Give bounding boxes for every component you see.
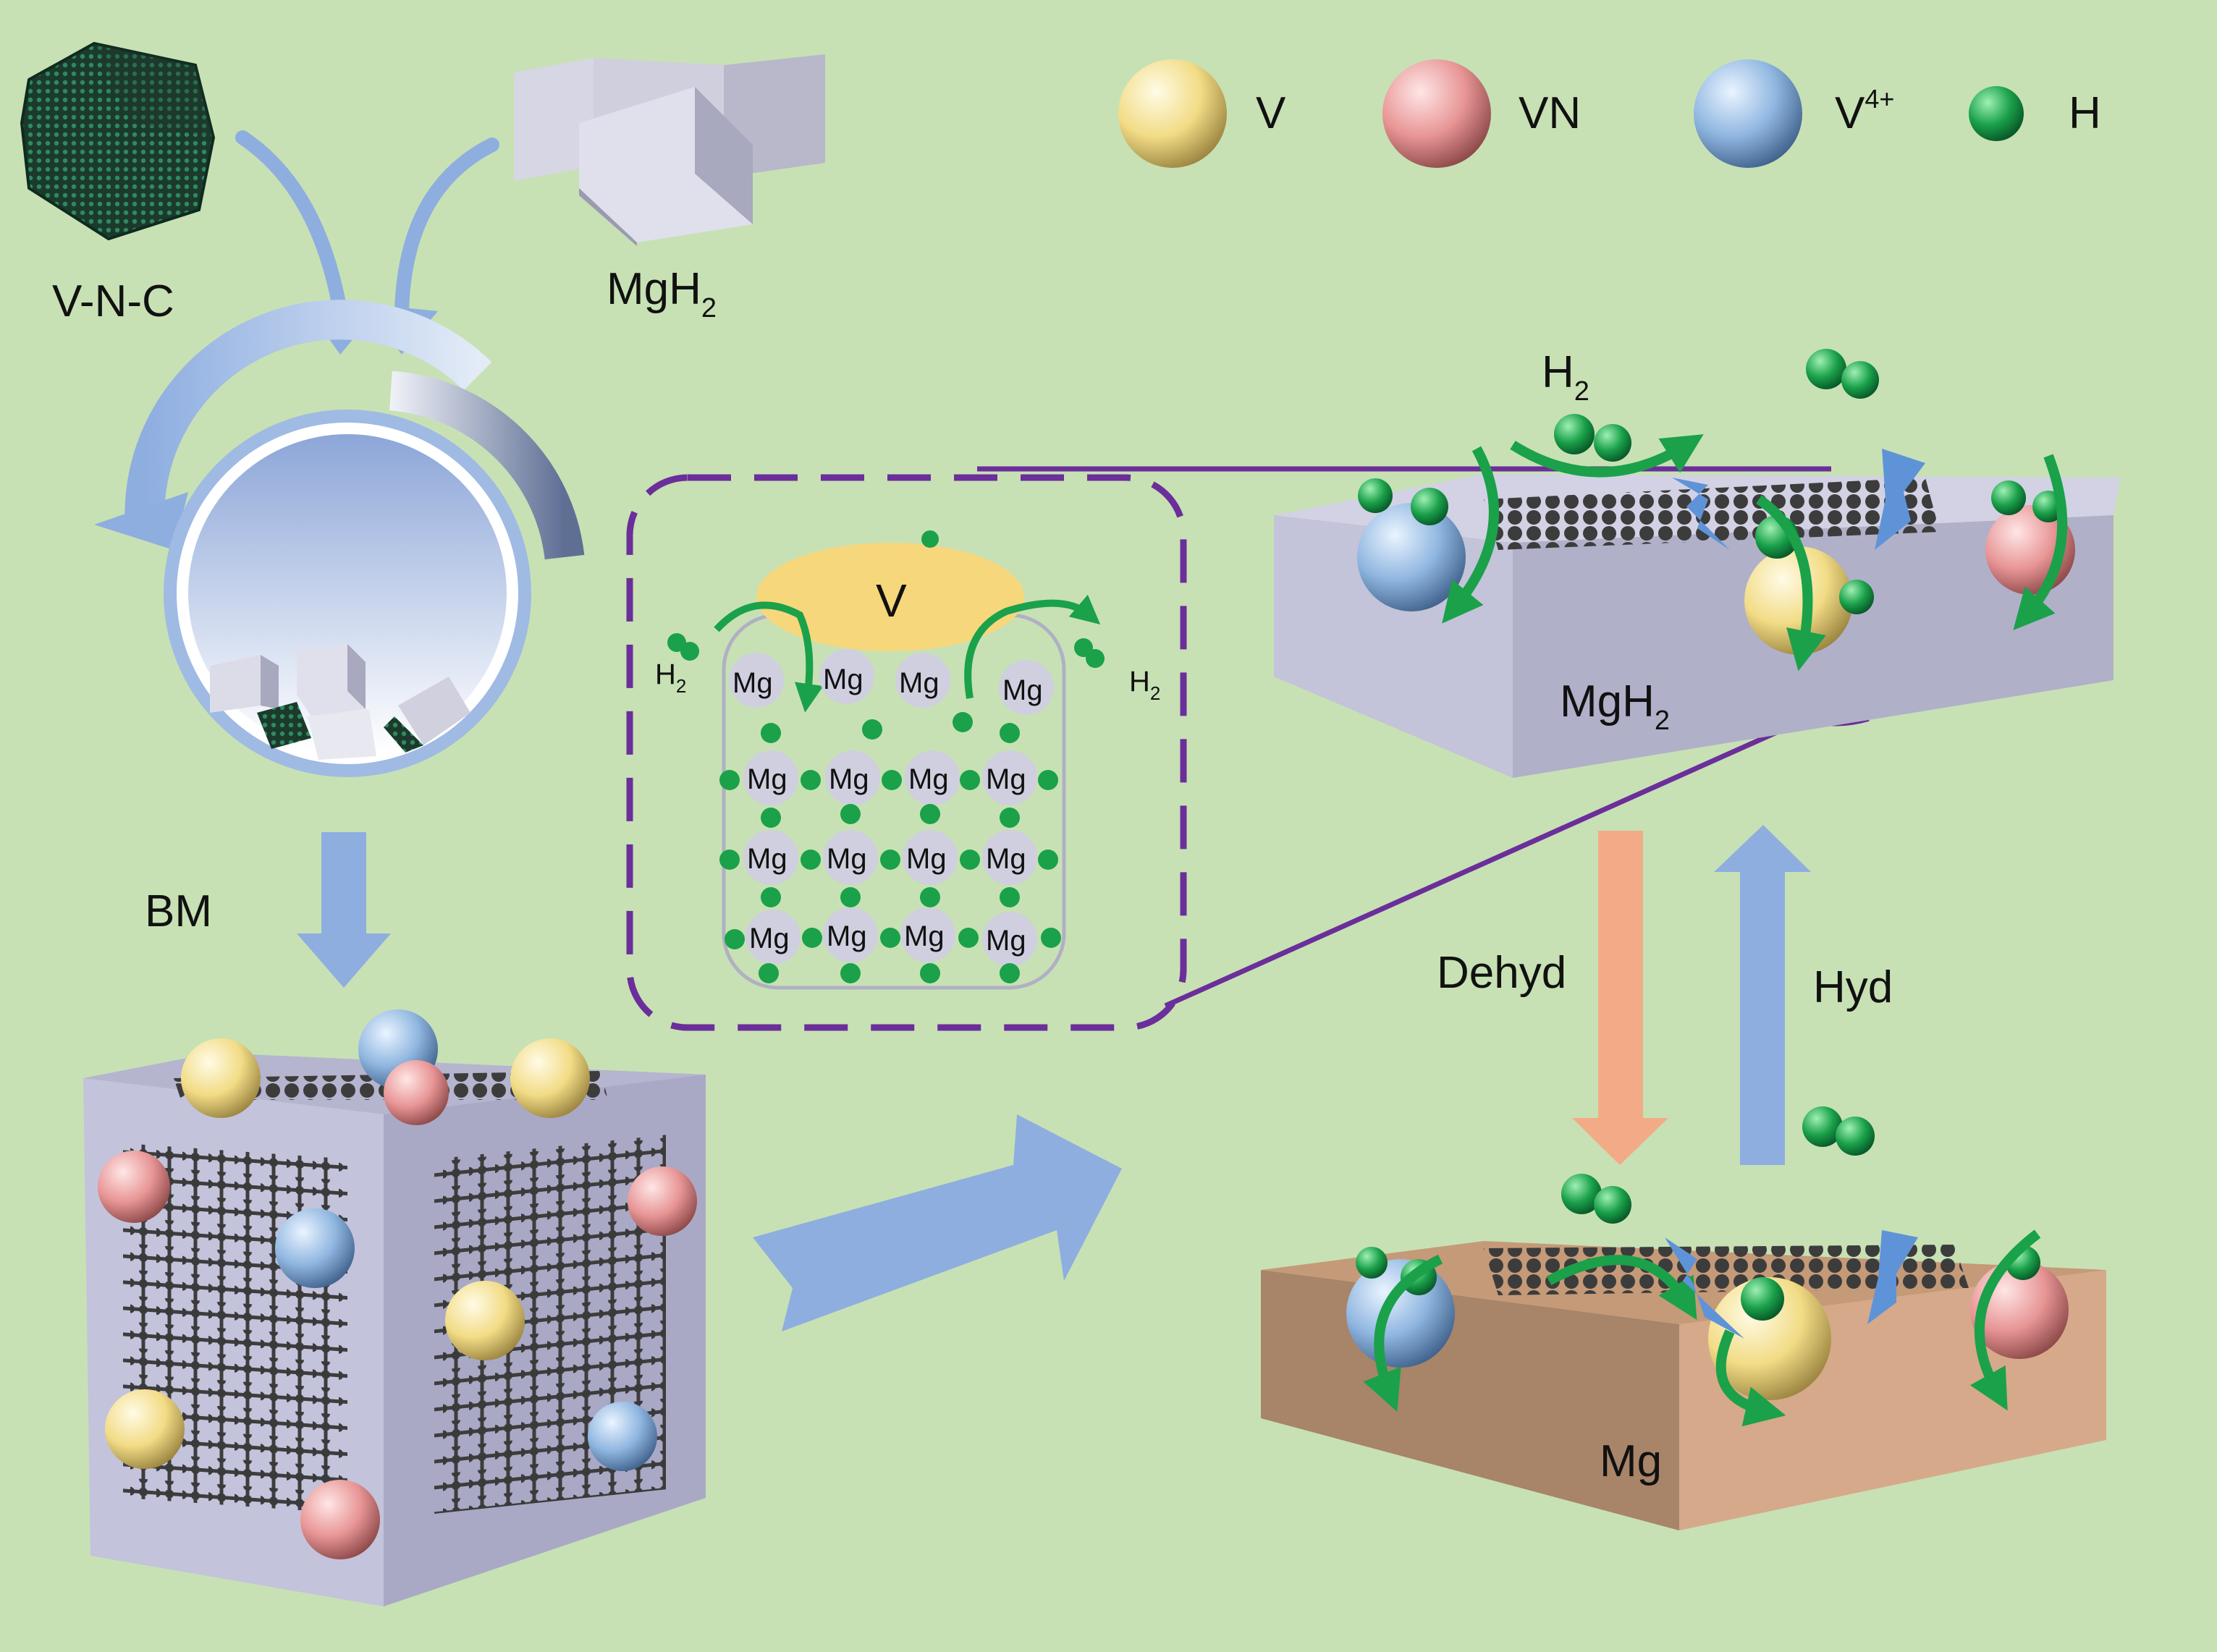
legend-v-sphere (1118, 59, 1227, 168)
svg-text:Mg: Mg (904, 920, 945, 952)
mgh2-label: MgH2 (607, 264, 717, 323)
ball-mill (94, 300, 585, 777)
svg-text:Mg: Mg (827, 920, 867, 952)
mgh2-slab-label: MgH2 (1560, 677, 1670, 736)
inset-box: V H2 H2 Mg Mg Mg Mg Mg Mg Mg Mg Mg Mg Mg… (626, 474, 1187, 1031)
hyd-arrow (1714, 825, 1811, 1165)
legend-vn-label: VN (1519, 88, 1581, 138)
svg-text:Mg: Mg (732, 667, 773, 699)
legend-v4-superscript: 4+ (1865, 84, 1894, 114)
svg-text:Mg: Mg (1002, 674, 1043, 706)
vnc-label: V-N-C (52, 276, 174, 326)
inset-h2-left: H2 (655, 658, 686, 697)
svg-text:Mg: Mg (986, 763, 1026, 795)
hyd-label: Hyd (1813, 962, 1893, 1012)
h2-release-label: H2 (1542, 347, 1589, 407)
svg-text:Mg: Mg (747, 763, 787, 795)
inset-h-atoms (719, 712, 1061, 983)
legend-h-sphere (1969, 86, 2024, 141)
mgh2-blocks (514, 54, 825, 246)
mg-slab-label: Mg (1600, 1436, 1662, 1486)
svg-text:Mg: Mg (749, 923, 790, 954)
svg-text:Mg: Mg (823, 664, 863, 695)
dehyd-arrow (1572, 831, 1668, 1165)
legend-vn-sphere (1382, 59, 1491, 168)
svg-text:Mg: Mg (899, 667, 939, 699)
svg-text:Mg: Mg (827, 843, 867, 875)
svg-text:Mg: Mg (747, 843, 787, 875)
svg-text:Mg: Mg (908, 763, 949, 795)
svg-text:Mg: Mg (986, 843, 1026, 875)
vnc-particle (20, 41, 216, 241)
legend-v4-label: V4+ (1835, 84, 1894, 138)
mg-lattice: Mg Mg Mg Mg Mg Mg Mg Mg Mg Mg Mg Mg Mg M… (729, 649, 1054, 967)
dehyd-label: Dehyd (1437, 948, 1566, 998)
inset-v-label: V (876, 575, 907, 627)
process-arrow (753, 1114, 1122, 1331)
legend: V VN V4+ H (1118, 59, 2101, 168)
composite-cube (83, 1009, 706, 1606)
svg-text:Mg: Mg (906, 843, 947, 875)
svg-text:Mg: Mg (986, 925, 1026, 957)
legend-v4-sphere (1694, 59, 1802, 168)
bm-arrow (297, 832, 391, 988)
legend-h-label: H (2069, 88, 2101, 138)
svg-text:Mg: Mg (829, 763, 869, 795)
inset-h2-right: H2 (1129, 666, 1160, 704)
legend-v-label: V (1256, 88, 1286, 138)
bm-label: BM (145, 886, 212, 936)
mg-slab (1261, 1174, 2106, 1530)
mgh2-slab (1274, 349, 2121, 778)
